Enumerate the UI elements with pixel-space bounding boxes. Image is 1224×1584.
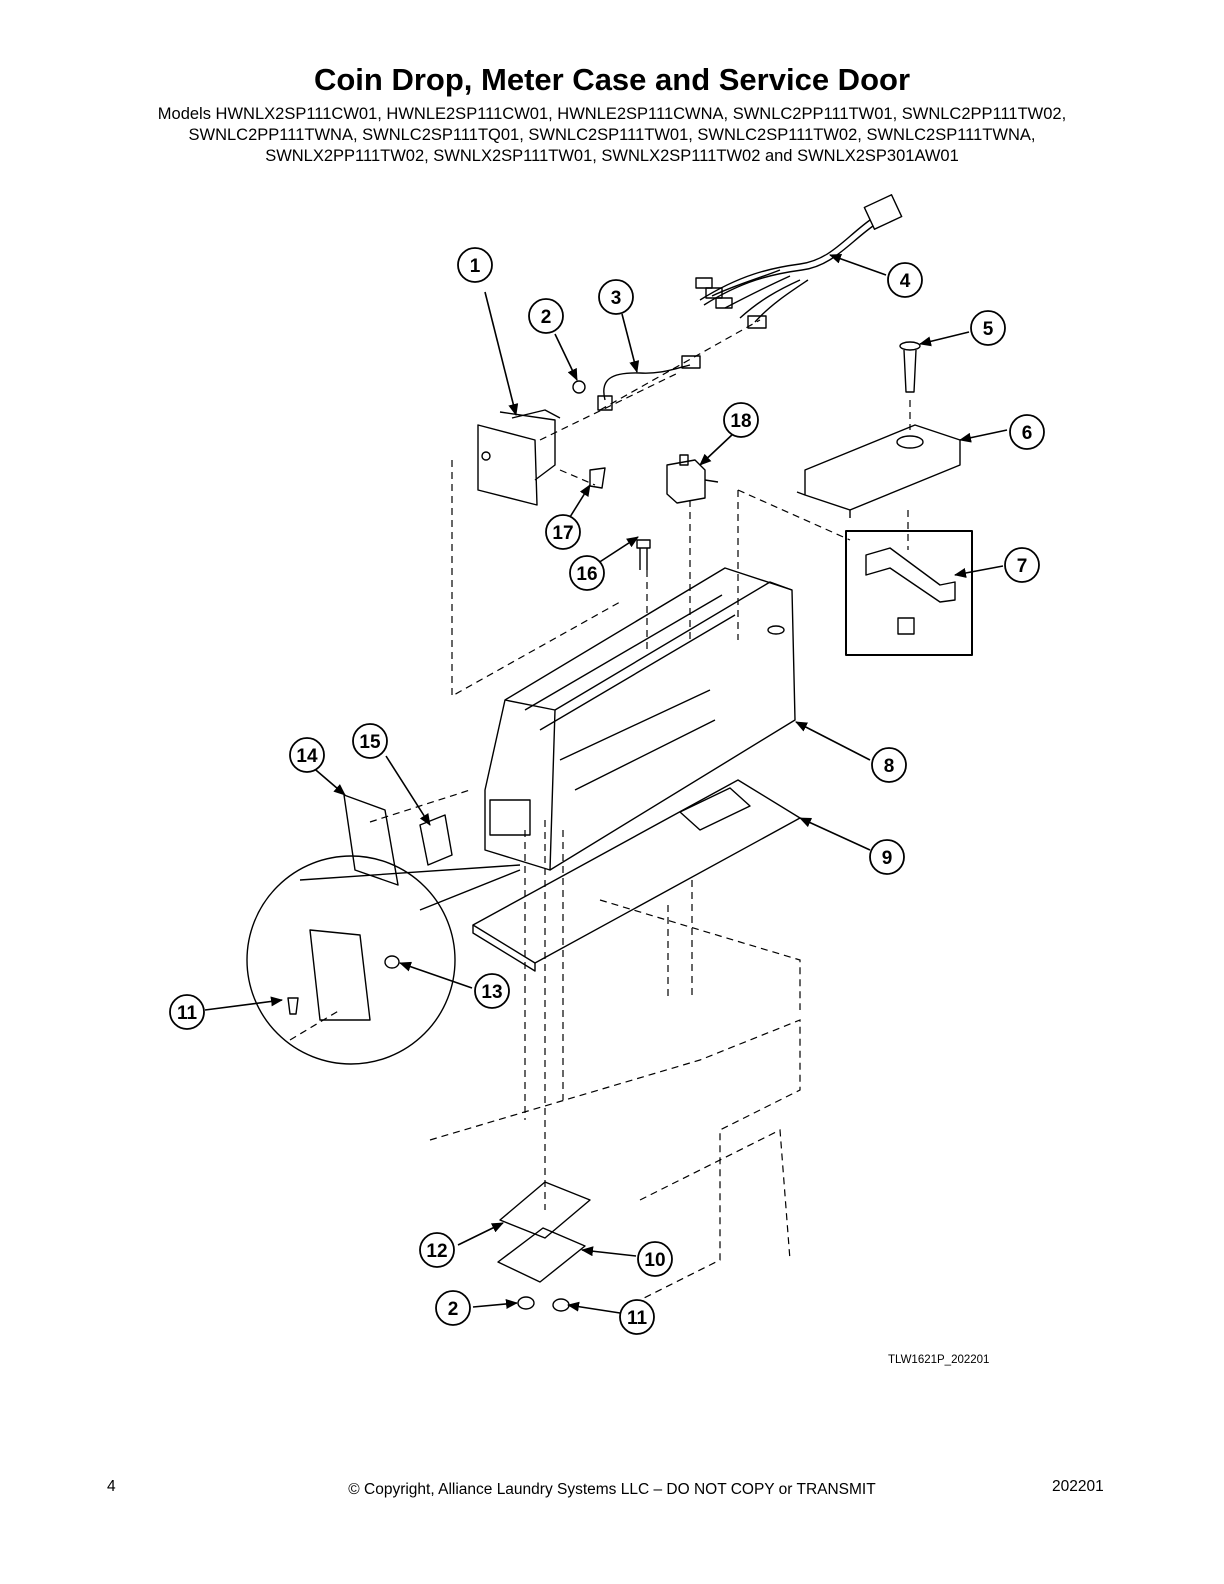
callout-2: 2 bbox=[541, 307, 552, 328]
nut-part bbox=[572, 380, 586, 394]
detail-magnifier bbox=[246, 855, 521, 1065]
base-plate-part bbox=[472, 779, 801, 972]
callout-11-lower: 11 bbox=[627, 1308, 648, 1329]
models-line: SWNLX2PP111TW02, SWNLX2SP111TW01, SWNLX2… bbox=[265, 147, 959, 165]
callout-13: 13 bbox=[481, 982, 502, 1003]
coin-bracket-part bbox=[477, 409, 561, 506]
plate-10-part bbox=[497, 1227, 586, 1283]
callout-14: 14 bbox=[296, 746, 318, 767]
clip-part bbox=[589, 467, 606, 489]
callout-12: 12 bbox=[426, 1241, 447, 1262]
meter-case-part bbox=[484, 567, 796, 871]
door-plate-part bbox=[343, 794, 399, 886]
bolt-lower-part bbox=[552, 1298, 570, 1312]
callout-1: 1 bbox=[470, 256, 481, 277]
callout-15: 15 bbox=[359, 732, 381, 753]
callout-16: 16 bbox=[576, 564, 597, 585]
callout-18: 18 bbox=[730, 411, 751, 432]
callout-2-lower: 2 bbox=[448, 1299, 459, 1320]
callout-5: 5 bbox=[983, 319, 994, 340]
callout-3: 3 bbox=[611, 288, 622, 309]
callout-6: 6 bbox=[1022, 423, 1033, 444]
figure-id: TLW1621P_202201 bbox=[888, 1354, 990, 1366]
bracket-part bbox=[865, 547, 956, 635]
models-list: Models HWNLX2SP111CW01, HWNLE2SP111CW01,… bbox=[90, 104, 1134, 167]
callout-10: 10 bbox=[644, 1250, 665, 1271]
date-code: 202201 bbox=[1052, 1478, 1104, 1495]
bracket-inset-box bbox=[845, 530, 973, 656]
models-line: SWNLC2PP111TWNA, SWNLC2SP111TQ01, SWNLC2… bbox=[188, 126, 1036, 144]
page-title: Coin Drop, Meter Case and Service Door bbox=[313, 62, 911, 97]
callout-17: 17 bbox=[552, 523, 573, 544]
callout-11: 11 bbox=[177, 1003, 198, 1024]
cover-plate-part bbox=[796, 424, 961, 518]
bolt-part bbox=[636, 539, 651, 570]
lock-part bbox=[419, 814, 453, 866]
callout-4: 4 bbox=[900, 271, 911, 292]
callout-9: 9 bbox=[882, 848, 893, 869]
copyright: © Copyright, Alliance Laundry Systems LL… bbox=[348, 1481, 876, 1498]
models-line: Models HWNLX2SP111CW01, HWNLE2SP111CW01,… bbox=[157, 105, 1067, 123]
callout-7: 7 bbox=[1017, 556, 1028, 577]
switch-part bbox=[666, 454, 719, 504]
nut-lower-part bbox=[517, 1296, 535, 1310]
wire-harness-part bbox=[695, 194, 903, 329]
page-number: 4 bbox=[107, 1478, 116, 1495]
plate-12-part bbox=[499, 1181, 591, 1239]
screw-part bbox=[899, 341, 921, 393]
callout-8: 8 bbox=[884, 756, 895, 777]
